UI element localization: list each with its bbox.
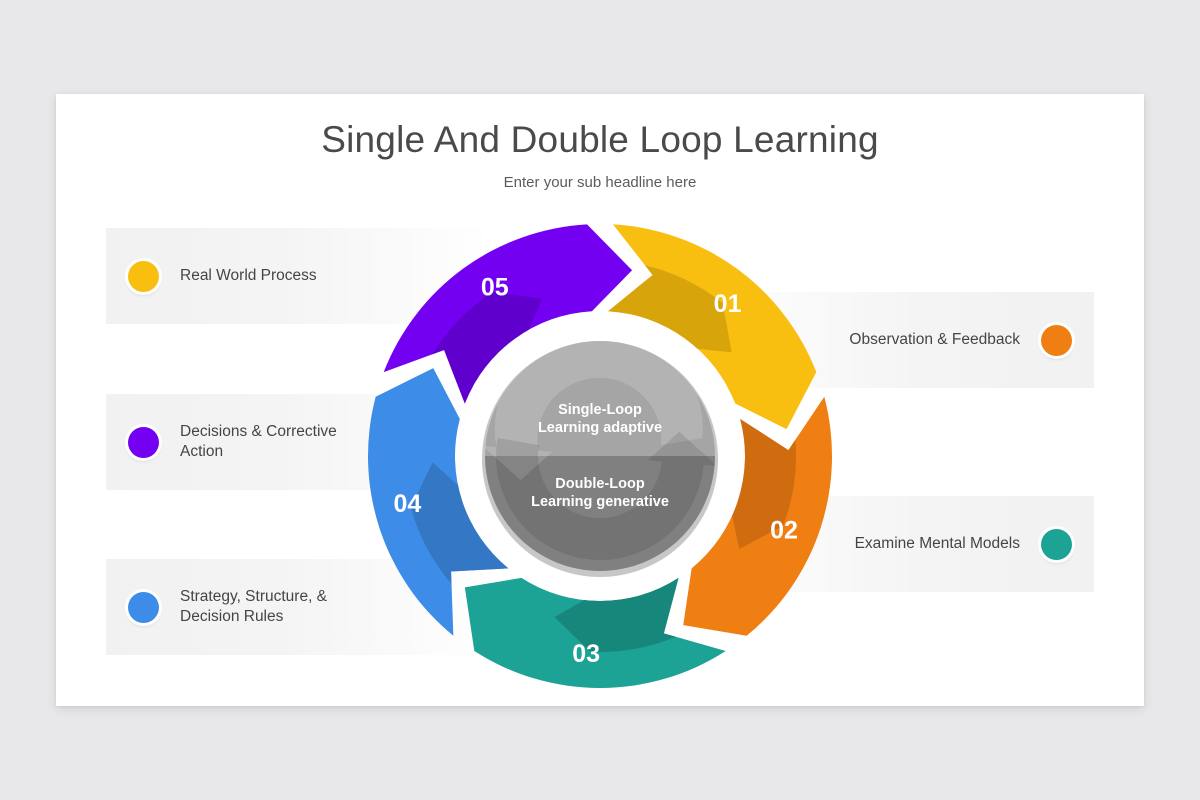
hub-bottom-line-1: Double-Loop (555, 476, 645, 492)
wheel-segment-shade-05 (404, 291, 543, 404)
wheel-segment-shade-01 (608, 259, 732, 353)
wheel-segment-01[interactable] (524, 224, 817, 430)
hub-top-line-1: Single-Loop (558, 402, 642, 418)
legend-label-04: Strategy, Structure, & Decision Rules (180, 588, 328, 625)
segments-group (368, 224, 832, 689)
wheel-segment-02[interactable] (683, 328, 832, 636)
legend-label-05: Decisions & Corrective Action (180, 423, 337, 460)
legend-dot-04 (128, 591, 159, 623)
wheel-segment-shade-03 (554, 577, 726, 652)
hub-arrow-top (485, 341, 703, 481)
segment-number-05: 05 (481, 274, 509, 302)
wheel-segment-shade-04 (410, 462, 509, 636)
legend-dot-03 (1041, 528, 1072, 560)
hub-disc-top (485, 341, 715, 456)
hub-top-line-2: Learning adaptive (538, 420, 662, 436)
page-title: Single And Double Loop Learning (321, 119, 879, 160)
segment-numbers-group: 01 02 03 04 05 (393, 274, 797, 668)
segment-number-04: 04 (393, 490, 421, 518)
legend-label-03: Examine Mental Models (854, 535, 1020, 553)
hub-loop-arrows (485, 341, 715, 561)
legend-label-02: Observation & Feedback (849, 331, 1020, 349)
hub-disc-bottom (485, 456, 715, 571)
legend-dot-02 (1041, 324, 1072, 356)
segment-number-03: 03 (572, 640, 600, 668)
legend-item-real-world-process[interactable]: Real World Process (106, 228, 490, 324)
segment-number-01: 01 (714, 290, 742, 318)
slide-card: Single And Double Loop Learning Enter yo… (56, 94, 1144, 706)
segment-number-02: 02 (770, 516, 798, 544)
wheel-segment-04[interactable] (368, 368, 568, 647)
legend-label-01: Real World Process (180, 267, 317, 285)
wheel-segment-05[interactable] (383, 224, 633, 472)
page-subtitle: Enter your sub headline here (503, 174, 697, 191)
legend-dot-01 (128, 260, 159, 292)
hub-bottom-line-2: Learning generative (531, 494, 669, 510)
legend-dot-05 (128, 426, 159, 458)
wheel-segment-shade-02 (705, 396, 796, 550)
hub-arrow-bottom (496, 431, 715, 561)
wheel-segment-03[interactable] (464, 528, 768, 689)
